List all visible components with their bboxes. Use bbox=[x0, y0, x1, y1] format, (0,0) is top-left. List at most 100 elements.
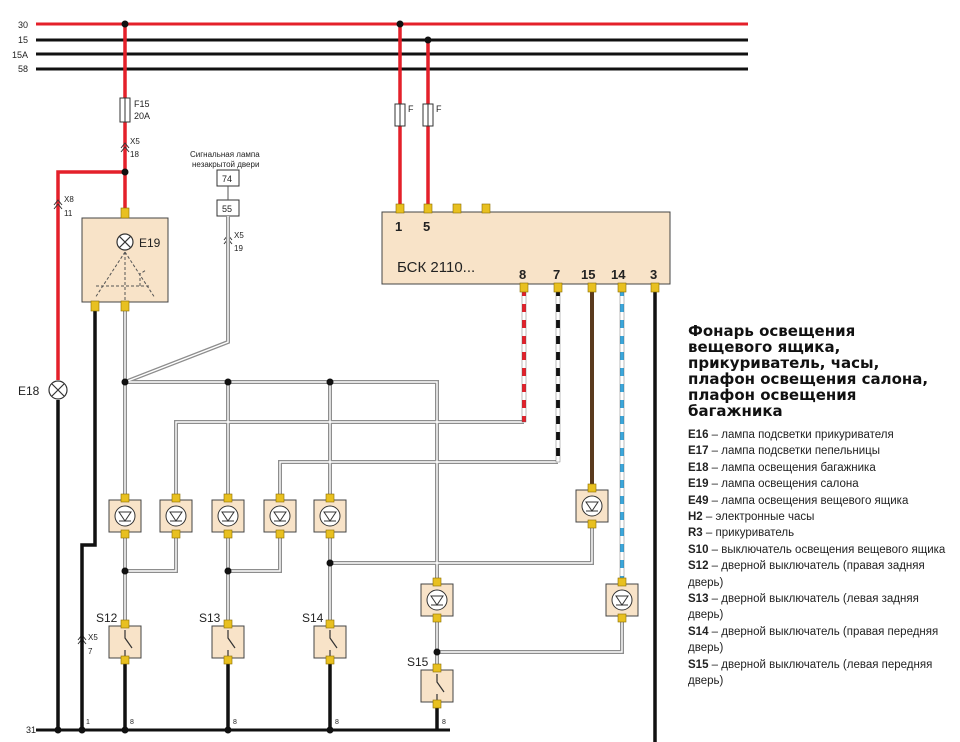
lamp-module-1 bbox=[108, 493, 142, 539]
connector-terminals bbox=[90, 203, 660, 312]
switch-s13-label: S13 bbox=[199, 611, 221, 625]
bsk-pin-5: 5 bbox=[423, 219, 430, 234]
switch-s15-label: S15 bbox=[407, 655, 429, 669]
title-line: вещевого ящика, bbox=[688, 338, 841, 356]
bsk-pin-1: 1 bbox=[395, 219, 402, 234]
connector-x5-19-name: X5 bbox=[234, 231, 244, 240]
fuse-f-1-label: F bbox=[408, 104, 414, 114]
legend-text: – электронные часы bbox=[702, 511, 815, 524]
legend-text: – прикуриватель bbox=[702, 527, 795, 540]
fuse-f15-name: F15 bbox=[134, 99, 150, 109]
connector-x5-7-pin: 7 bbox=[88, 647, 93, 656]
lamp-module-8 bbox=[605, 577, 639, 623]
legend-item: S14 – дверной выключатель (правая передн… bbox=[688, 624, 950, 657]
connector-x5-18-pin: 18 bbox=[130, 150, 139, 159]
legend-code: R3 bbox=[688, 527, 703, 540]
lamp-module-7 bbox=[420, 577, 454, 623]
lamp-module-3 bbox=[211, 493, 245, 539]
connector-marker bbox=[53, 199, 63, 210]
legend-item: E16 – лампа подсветки прикуривателя bbox=[688, 427, 950, 443]
wire-pin8-red-white bbox=[521, 289, 527, 423]
signal-box-74-label: 74 bbox=[222, 174, 232, 184]
legend-text: – дверной выключатель (правая задняя две… bbox=[688, 560, 925, 589]
connector-marker bbox=[120, 142, 130, 153]
connector-x5-19-pin: 19 bbox=[234, 244, 243, 253]
legend-text: – лампа освещения вещевого ящика bbox=[708, 494, 909, 507]
lamp-e18-label: E18 bbox=[18, 384, 40, 398]
gray-junctions bbox=[121, 378, 441, 656]
legend-item: E18 – лампа освещения багажника bbox=[688, 460, 950, 476]
legend-code: E16 bbox=[688, 429, 709, 441]
signal-lamp-caption-2: незакрытой двери bbox=[192, 160, 259, 169]
legend-text: – дверной выключатель (левая задняя двер… bbox=[688, 593, 919, 622]
legend-item: E49 – лампа освещения вещевого ящика bbox=[688, 493, 950, 509]
bus-lines bbox=[36, 22, 748, 732]
title-line: прикуриватель, часы, bbox=[688, 354, 880, 372]
bsk-pin-14: 14 bbox=[611, 267, 626, 282]
legend-code: E19 bbox=[688, 478, 709, 491]
switch-s13: S13 bbox=[199, 611, 245, 665]
ground-junctions bbox=[54, 726, 334, 734]
lamp-module-6 bbox=[575, 483, 609, 529]
legend-item: S15 – дверной выключатель (левая передня… bbox=[688, 657, 950, 690]
black-wires bbox=[56, 290, 657, 742]
legend-item: S10 – выключатель освещения вещевого ящи… bbox=[688, 542, 950, 558]
connector-x5-18-name: X5 bbox=[130, 137, 140, 146]
ground-pin-8-a: 8 bbox=[130, 719, 134, 726]
legend-code: E18 bbox=[688, 461, 709, 474]
fuse-f15-rating: 20A bbox=[134, 111, 150, 121]
legend-text: – дверной выключатель (правая передняя д… bbox=[688, 625, 939, 655]
switch-s15: S15 bbox=[407, 655, 454, 709]
junction-dot bbox=[424, 36, 432, 44]
lamp-e19-label: E19 bbox=[139, 236, 161, 250]
lamp-module-2 bbox=[159, 493, 193, 539]
legend-item: H2 – электронные часы bbox=[688, 509, 950, 525]
door-switches: S12 S13 S14 S15 bbox=[96, 611, 454, 709]
junction-dot bbox=[121, 168, 129, 176]
legend-code: E49 bbox=[688, 494, 709, 507]
legend-item: S13 – дверной выключатель (левая задняя … bbox=[688, 591, 950, 624]
ground-pin-1: 1 bbox=[86, 719, 90, 726]
fuse-f-2-label: F bbox=[436, 104, 442, 114]
lamp-module-4 bbox=[263, 493, 297, 539]
legend-item: E19 – лампа освещения салона bbox=[688, 476, 950, 492]
bus-58-label: 58 bbox=[18, 64, 28, 74]
connector-x8-11-name: X8 bbox=[64, 195, 74, 204]
switch-s12-label: S12 bbox=[96, 611, 118, 625]
title-line: Фонарь освещения bbox=[688, 322, 856, 340]
signal-box-55-label: 55 bbox=[222, 204, 232, 214]
legend-code: S13 bbox=[688, 593, 709, 606]
switch-s14-label: S14 bbox=[302, 611, 324, 625]
bsk-pin-8: 8 bbox=[519, 267, 526, 282]
ground-pin-8-d: 8 bbox=[442, 719, 446, 726]
connector-x8-11-pin: 11 bbox=[64, 209, 73, 218]
lamp-module-5 bbox=[313, 493, 347, 539]
junction-dot bbox=[121, 20, 129, 28]
switch-s12: S12 bbox=[96, 611, 142, 665]
legend-code: S10 bbox=[688, 543, 709, 556]
legend-code: S12 bbox=[688, 560, 709, 573]
bsk-pin-15: 15 bbox=[581, 267, 595, 282]
legend-code: E17 bbox=[688, 445, 709, 458]
bus-15a-label: 15A bbox=[12, 50, 28, 60]
wire-pin14-blue-white bbox=[619, 289, 625, 589]
legend-code: H2 bbox=[688, 511, 703, 524]
legend-text: – лампа подсветки пепельницы bbox=[708, 445, 881, 458]
connector-x5-7-name: X5 bbox=[88, 633, 98, 642]
title-line: плафон освещения салона, bbox=[688, 370, 929, 388]
signal-lamp-caption-1: Сигнальная лампа bbox=[190, 150, 260, 159]
ground-pin-8-c: 8 bbox=[335, 719, 339, 726]
lamp-modules bbox=[108, 483, 639, 623]
legend-text: – лампа освещения багажника bbox=[708, 461, 876, 474]
ground-pin-8-b: 8 bbox=[233, 719, 237, 726]
component-legend: E16 – лампа подсветки прикуривателя E17 … bbox=[688, 427, 950, 690]
bsk-pin-3: 3 bbox=[650, 267, 657, 282]
junction-dot bbox=[396, 20, 404, 28]
legend-item: R3 – прикуриватель bbox=[688, 525, 950, 541]
legend-code: S15 bbox=[688, 658, 709, 671]
legend-code: S14 bbox=[688, 625, 709, 638]
wire-pin15-brown bbox=[590, 290, 594, 488]
bus-30-label: 30 bbox=[18, 20, 28, 30]
bsk-control-block bbox=[381, 211, 671, 285]
legend-text: – лампа подсветки прикуривателя bbox=[708, 429, 894, 441]
